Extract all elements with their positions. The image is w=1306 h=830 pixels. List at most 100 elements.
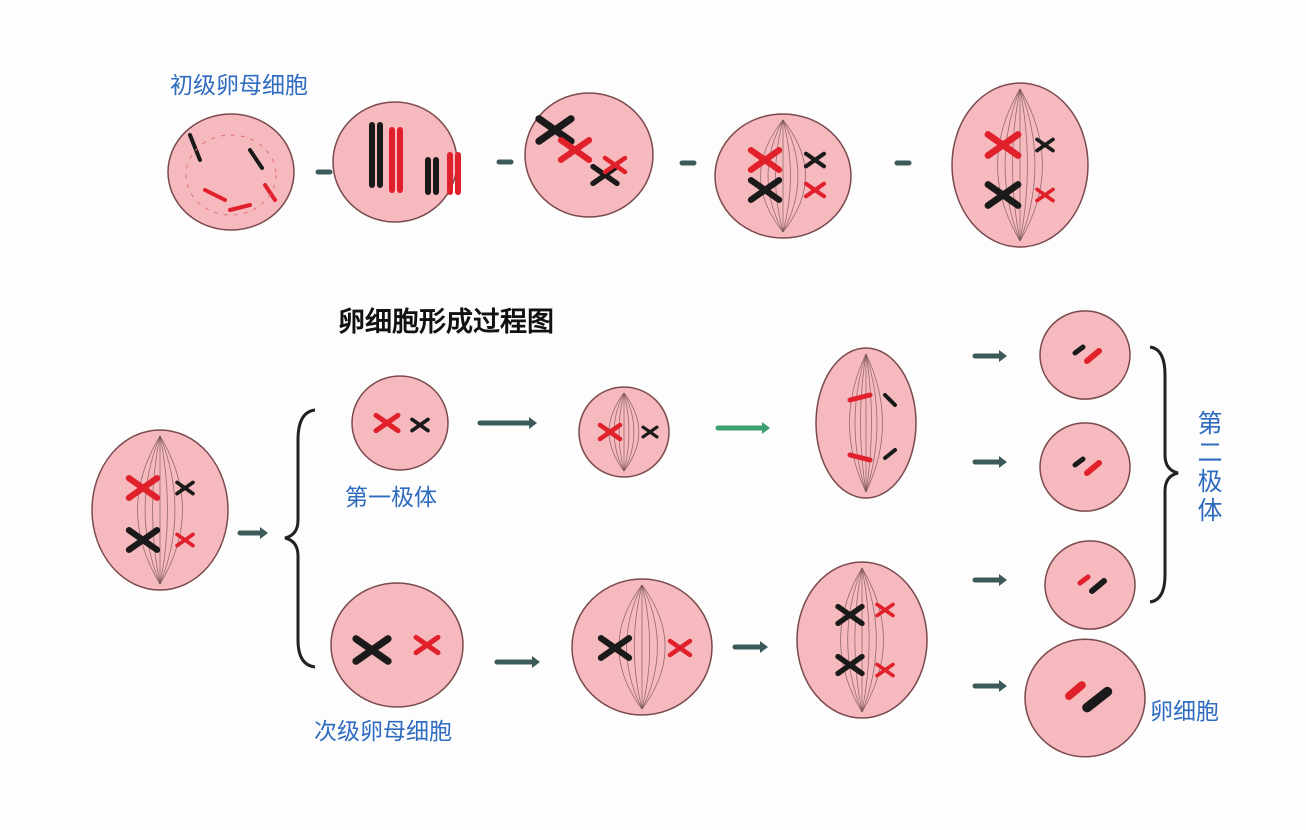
chromosome	[410, 417, 430, 433]
spindle-fiber	[1019, 88, 1043, 242]
spindle-fiber	[633, 584, 643, 710]
label-egg-cell: 卵细胞	[1150, 699, 1219, 725]
chromatid	[883, 393, 897, 407]
bivalent	[803, 181, 827, 199]
chromatid	[1072, 456, 1086, 468]
tetrad	[535, 115, 575, 145]
diagram-title: 卵细胞形成过程图	[338, 307, 554, 338]
arrow-head	[529, 417, 537, 429]
spindle-fiber	[865, 353, 878, 493]
spindle-fiber	[159, 435, 183, 585]
chromosome	[1035, 137, 1055, 153]
spindle-fiber	[626, 584, 643, 710]
brace-left	[284, 408, 316, 669]
chromosome	[175, 480, 195, 496]
spindle-fiber	[1012, 88, 1021, 242]
spindle-fiber	[159, 435, 168, 585]
spindle-fiber	[861, 567, 884, 713]
tetrad	[557, 137, 593, 163]
arrow-head	[532, 656, 540, 668]
chromosome	[875, 602, 895, 618]
nuclear-membrane	[185, 134, 277, 216]
spindle-fiber	[613, 392, 625, 472]
spindle-fiber	[847, 567, 863, 713]
chromosome	[835, 603, 865, 627]
spindle-fiber	[760, 119, 784, 233]
arrow-head	[999, 680, 1007, 692]
chromosome-thread	[203, 188, 227, 202]
spindle-fiber	[137, 435, 161, 585]
spindle-fiber	[997, 88, 1021, 242]
spindle-fiber	[618, 392, 625, 472]
chromosome	[352, 635, 392, 665]
spindle-fiber	[152, 435, 161, 585]
chromosome	[835, 653, 865, 677]
chromosome-thread	[228, 203, 252, 212]
spindle-fiber	[159, 435, 176, 585]
spindle-fiber	[1004, 88, 1021, 242]
tetrad	[602, 155, 628, 175]
chromosome	[597, 422, 623, 442]
chromatid	[1089, 578, 1107, 594]
spindle-fiber	[623, 392, 630, 472]
chromatid	[1084, 460, 1102, 476]
cell-second-polar-body	[1039, 310, 1131, 400]
arrow-head	[999, 350, 1007, 362]
chromosome	[175, 532, 195, 548]
tetrad	[590, 163, 620, 187]
chromosome-thread	[188, 133, 202, 162]
arrow-green-head	[762, 422, 770, 434]
chromatid	[1065, 681, 1086, 700]
spindle-fiber	[854, 353, 867, 493]
arrow-head	[260, 527, 268, 539]
spindle-fiber	[641, 584, 666, 710]
chromosome	[1035, 187, 1055, 203]
cell-primary-oocyte-tetrad	[524, 92, 654, 218]
chromosome	[875, 662, 895, 678]
label-first-polar-body: 第一极体	[345, 485, 437, 511]
chromosome	[373, 412, 401, 434]
spindle-fiber	[1019, 88, 1036, 242]
chromatid	[1082, 686, 1113, 713]
bivalent	[747, 147, 783, 173]
cell-second-polar-body	[1044, 540, 1136, 630]
chromosome	[125, 475, 161, 501]
spindle-fiber	[1019, 88, 1028, 242]
spindle-fiber	[861, 567, 870, 713]
spindle-fiber	[623, 392, 640, 472]
chromosome	[984, 131, 1022, 159]
chromatid	[1084, 348, 1102, 364]
chromatid	[847, 392, 873, 403]
arrow-head	[999, 456, 1007, 468]
chromatid	[1072, 344, 1086, 356]
chromosome	[667, 638, 693, 658]
brace-right	[1149, 345, 1179, 604]
spindle-fiber	[782, 119, 806, 233]
spindle-fiber	[782, 119, 791, 233]
spindle-fiber	[641, 584, 658, 710]
spindle-fiber	[860, 353, 867, 493]
cell-first-polar-body	[351, 375, 449, 471]
spindle-fiber	[782, 119, 799, 233]
spindle-fiber	[641, 584, 651, 710]
label-second-polar-body: 第二极体	[1194, 410, 1223, 526]
chromosome	[984, 181, 1022, 209]
arrow-head	[999, 574, 1007, 586]
spindle-fiber	[854, 567, 863, 713]
arrow-head	[760, 641, 768, 653]
chromosome-thread	[263, 183, 277, 202]
spindle-fiber	[849, 353, 867, 493]
spindle-fiber	[144, 435, 161, 585]
cell-egg	[1024, 638, 1146, 758]
cell-secondary-oocyte	[330, 582, 464, 708]
spindle-fiber	[865, 353, 872, 493]
chromatid	[883, 448, 897, 460]
chromosome	[125, 527, 161, 553]
spindle-fiber	[623, 392, 635, 472]
label-primary-oocyte: 初级卵母细胞	[170, 73, 308, 99]
chromosome	[597, 635, 633, 661]
bivalent	[747, 177, 783, 203]
spindle-fiber	[865, 353, 883, 493]
